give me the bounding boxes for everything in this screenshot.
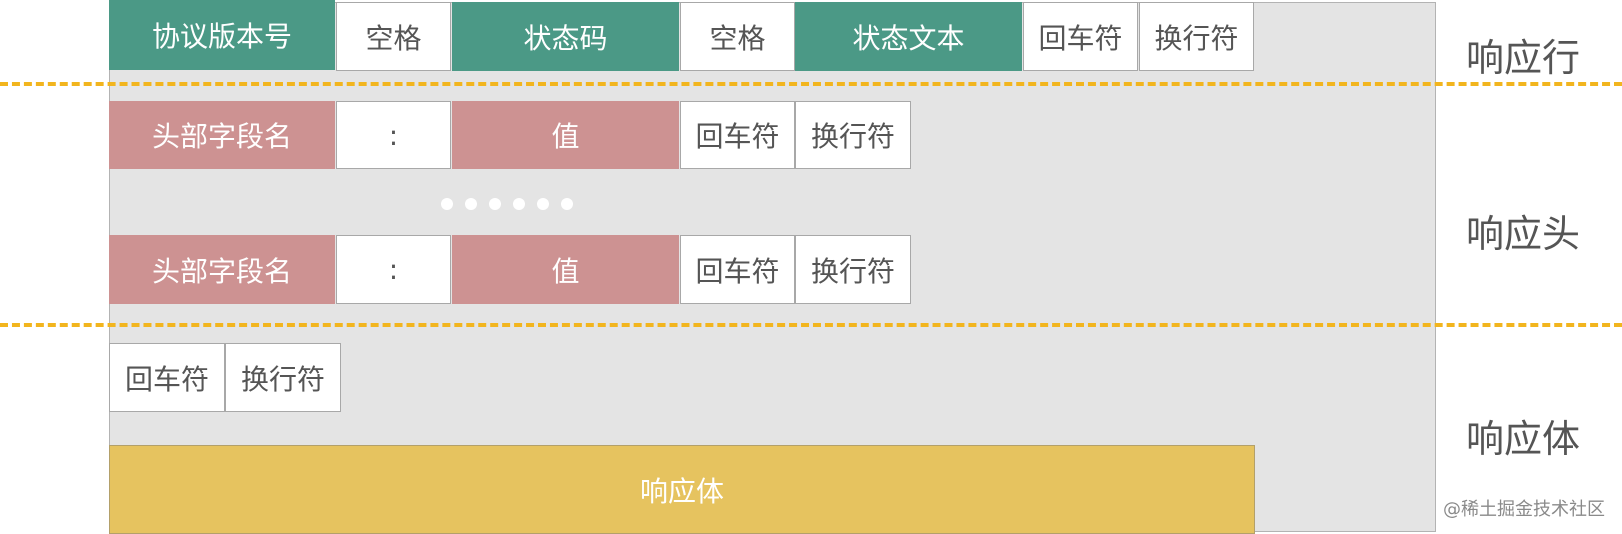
- section-divider: [0, 82, 1622, 86]
- headers-label: 响应头: [1466, 212, 1581, 256]
- ellipsis-dot: [537, 198, 549, 210]
- blank-line-carriage-return: 回车符: [109, 343, 225, 412]
- header-cell-colon: :: [336, 101, 451, 169]
- watermark: @稀土掘金技术社区: [1443, 499, 1605, 520]
- header-cell-field-name: 头部字段名: [109, 235, 335, 304]
- status-cell-line-feed: 换行符: [1139, 2, 1254, 71]
- ellipsis-dots: [441, 198, 573, 212]
- header-cell-line-feed: 换行符: [795, 101, 911, 169]
- header-cell-colon: :: [336, 235, 451, 304]
- status-cell-space: 空格: [336, 2, 451, 71]
- status-cell-status-code: 状态码: [452, 2, 679, 71]
- ellipsis-dot: [561, 198, 573, 210]
- response-body-box: 响应体: [109, 445, 1255, 534]
- ellipsis-dot: [489, 198, 501, 210]
- header-cell-carriage-return: 回车符: [680, 235, 795, 304]
- ellipsis-dot: [441, 198, 453, 210]
- header-cell-value: 值: [452, 235, 679, 304]
- status-cell-space: 空格: [680, 2, 795, 71]
- status-line-label: 响应行: [1466, 36, 1581, 80]
- header-cell-carriage-return: 回车符: [680, 101, 795, 169]
- status-cell-carriage-return: 回车符: [1023, 2, 1138, 71]
- blank-line-line-feed: 换行符: [225, 343, 341, 412]
- status-cell-protocol-version: 协议版本号: [109, 0, 335, 70]
- header-cell-field-name: 头部字段名: [109, 101, 335, 169]
- section-divider: [0, 323, 1622, 327]
- ellipsis-dot: [465, 198, 477, 210]
- status-cell-status-text: 状态文本: [795, 2, 1022, 71]
- header-cell-value: 值: [452, 101, 679, 169]
- ellipsis-dot: [513, 198, 525, 210]
- body-label: 响应体: [1466, 417, 1581, 461]
- header-cell-line-feed: 换行符: [795, 235, 911, 304]
